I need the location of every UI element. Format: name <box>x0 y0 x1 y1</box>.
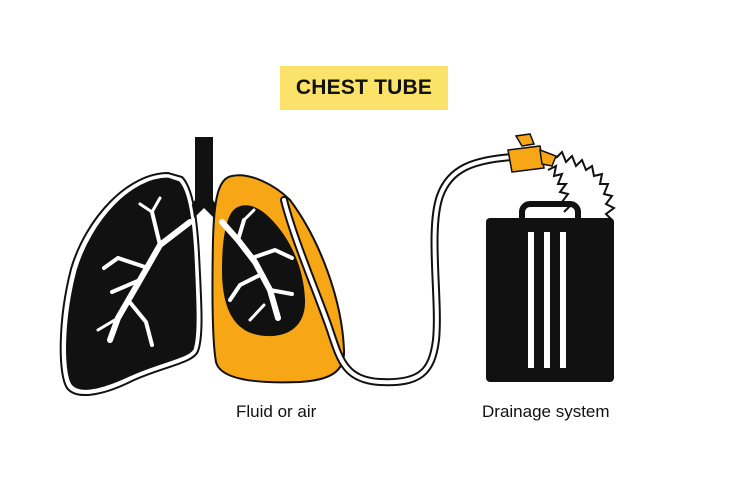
left-lung-icon <box>59 171 203 396</box>
drainage-system-label: Drainage system <box>482 402 610 421</box>
title-banner: CHEST TUBE <box>280 66 448 110</box>
fluid-or-air-label: Fluid or air <box>236 402 317 421</box>
page-title: CHEST TUBE <box>295 76 433 99</box>
drainage-box-icon <box>486 201 614 382</box>
tube-clamp-icon <box>507 133 557 173</box>
lung-with-fluid-icon <box>211 174 346 384</box>
coiled-tube-icon <box>547 150 616 221</box>
chest-tube-icon <box>280 153 516 387</box>
